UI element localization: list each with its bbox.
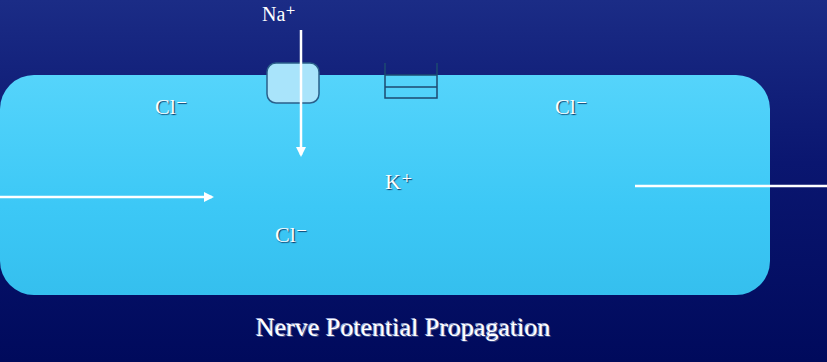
diagram-title: Nerve Potential Propagation [256,314,551,343]
ion-label: Na⁺ [262,3,296,25]
ion-label: K⁺ [385,170,413,194]
ion-label: Cl⁻ [155,95,187,119]
axon-segment: Cl⁻ Cl⁻ K⁺ Cl⁻ [0,75,770,295]
potassium-channel [385,63,437,98]
sodium-influx-arrow [300,30,303,155]
ion-label: Cl⁻ [555,95,587,119]
propagation-arrow [635,185,827,188]
ion-label: Cl⁻ [275,223,307,247]
sodium-channel [267,63,319,103]
propagation-arrow [0,196,212,199]
